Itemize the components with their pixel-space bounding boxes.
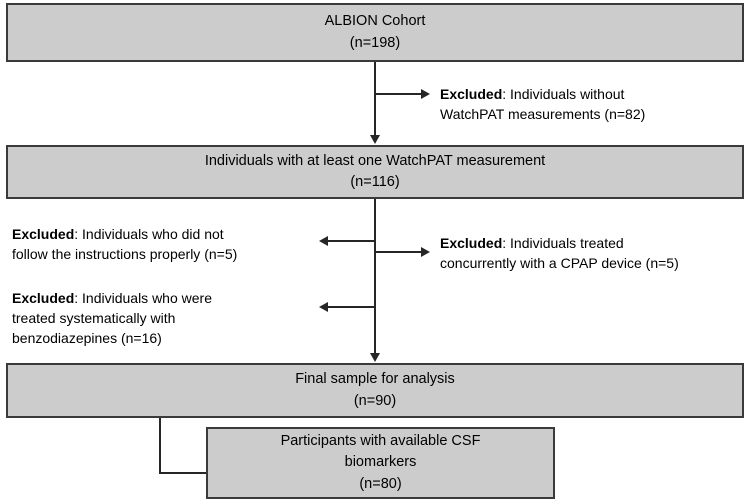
note-excluded-no-watchpat-line2: WatchPAT measurements (n=82) — [440, 105, 646, 122]
note-excluded-instructions-line1: Excluded: Individuals who did not — [12, 225, 322, 245]
note-excluded-benzodiazepines-label: Excluded — [12, 290, 75, 306]
note-excluded-instructions: Excluded: Individuals who did not follow… — [12, 225, 322, 265]
box-albion-cohort-line1: ALBION Cohort — [324, 13, 426, 30]
note-excluded-cpap-rest: Individuals treated — [506, 235, 624, 251]
arrowhead-excluded-instructions — [319, 236, 328, 246]
box-csf-biomarkers-line3: (n=80) — [359, 475, 402, 492]
note-excluded-cpap: Excluded: Individuals treated concurrent… — [440, 234, 745, 274]
box-final-sample: Final sample for analysis (n=90) — [6, 363, 744, 418]
box-watchpat-measurement-line1: Individuals with at least one WatchPAT m… — [204, 152, 546, 169]
note-excluded-no-watchpat-rest: Individuals without — [506, 86, 625, 102]
box-watchpat-measurement: Individuals with at least one WatchPAT m… — [6, 145, 744, 199]
note-excluded-cpap-label: Excluded — [440, 235, 503, 251]
box-albion-cohort-line2: (n=198) — [349, 34, 401, 51]
note-excluded-no-watchpat-label: Excluded — [440, 86, 503, 102]
connector-excluded-cpap — [374, 251, 422, 253]
note-excluded-instructions-label: Excluded — [12, 226, 75, 242]
note-excluded-benzodiazepines-line1: Excluded: Individuals who were — [12, 289, 322, 309]
note-excluded-benzodiazepines-sep: : — [74, 290, 79, 306]
connector-excluded-benzodiazepines — [328, 306, 376, 308]
note-excluded-instructions-sep: : — [74, 226, 79, 242]
note-excluded-no-watchpat-sep: : — [502, 86, 507, 102]
connector-watchpat-to-final — [374, 199, 376, 354]
note-excluded-no-watchpat-line1: Excluded: Individuals without — [440, 85, 740, 105]
box-albion-cohort: ALBION Cohort (n=198) — [6, 3, 744, 62]
box-csf-biomarkers-line1: Participants with available CSF — [280, 433, 481, 450]
arrowhead-excluded-no-watchpat — [421, 89, 430, 99]
connector-final-to-csf-horizontal — [159, 472, 208, 474]
arrowhead-excluded-benzodiazepines — [319, 302, 328, 312]
note-excluded-benzodiazepines: Excluded: Individuals who were treated s… — [12, 289, 322, 349]
note-excluded-no-watchpat: Excluded: Individuals without WatchPAT m… — [440, 85, 740, 125]
note-excluded-benzodiazepines-line3: benzodiazepines (n=16) — [12, 329, 162, 346]
box-final-sample-line2: (n=90) — [353, 392, 397, 409]
connector-final-to-csf-vertical — [159, 418, 161, 474]
box-csf-biomarkers-line2: biomarkers — [344, 454, 417, 471]
note-excluded-cpap-line2: concurrently with a CPAP device (n=5) — [440, 254, 679, 271]
note-excluded-cpap-sep: : — [502, 235, 507, 251]
note-excluded-benzodiazepines-line2: treated systematically with — [12, 309, 176, 326]
box-watchpat-measurement-line2: (n=116) — [350, 174, 400, 190]
connector-cohort-to-watchpat — [374, 62, 376, 136]
note-excluded-cpap-line1: Excluded: Individuals treated — [440, 234, 745, 254]
box-final-sample-line1: Final sample for analysis — [295, 371, 455, 388]
arrowhead-watchpat-to-final — [370, 353, 380, 362]
note-excluded-instructions-rest: Individuals who did not — [78, 226, 224, 242]
arrowhead-cohort-to-watchpat — [370, 135, 380, 144]
arrowhead-excluded-cpap — [421, 247, 430, 257]
connector-excluded-instructions — [328, 240, 376, 242]
box-csf-biomarkers: Participants with available CSF biomarke… — [206, 427, 555, 499]
connector-excluded-no-watchpat — [374, 93, 422, 95]
note-excluded-benzodiazepines-rest: Individuals who were — [78, 290, 212, 306]
note-excluded-instructions-line2: follow the instructions properly (n=5) — [12, 245, 238, 262]
